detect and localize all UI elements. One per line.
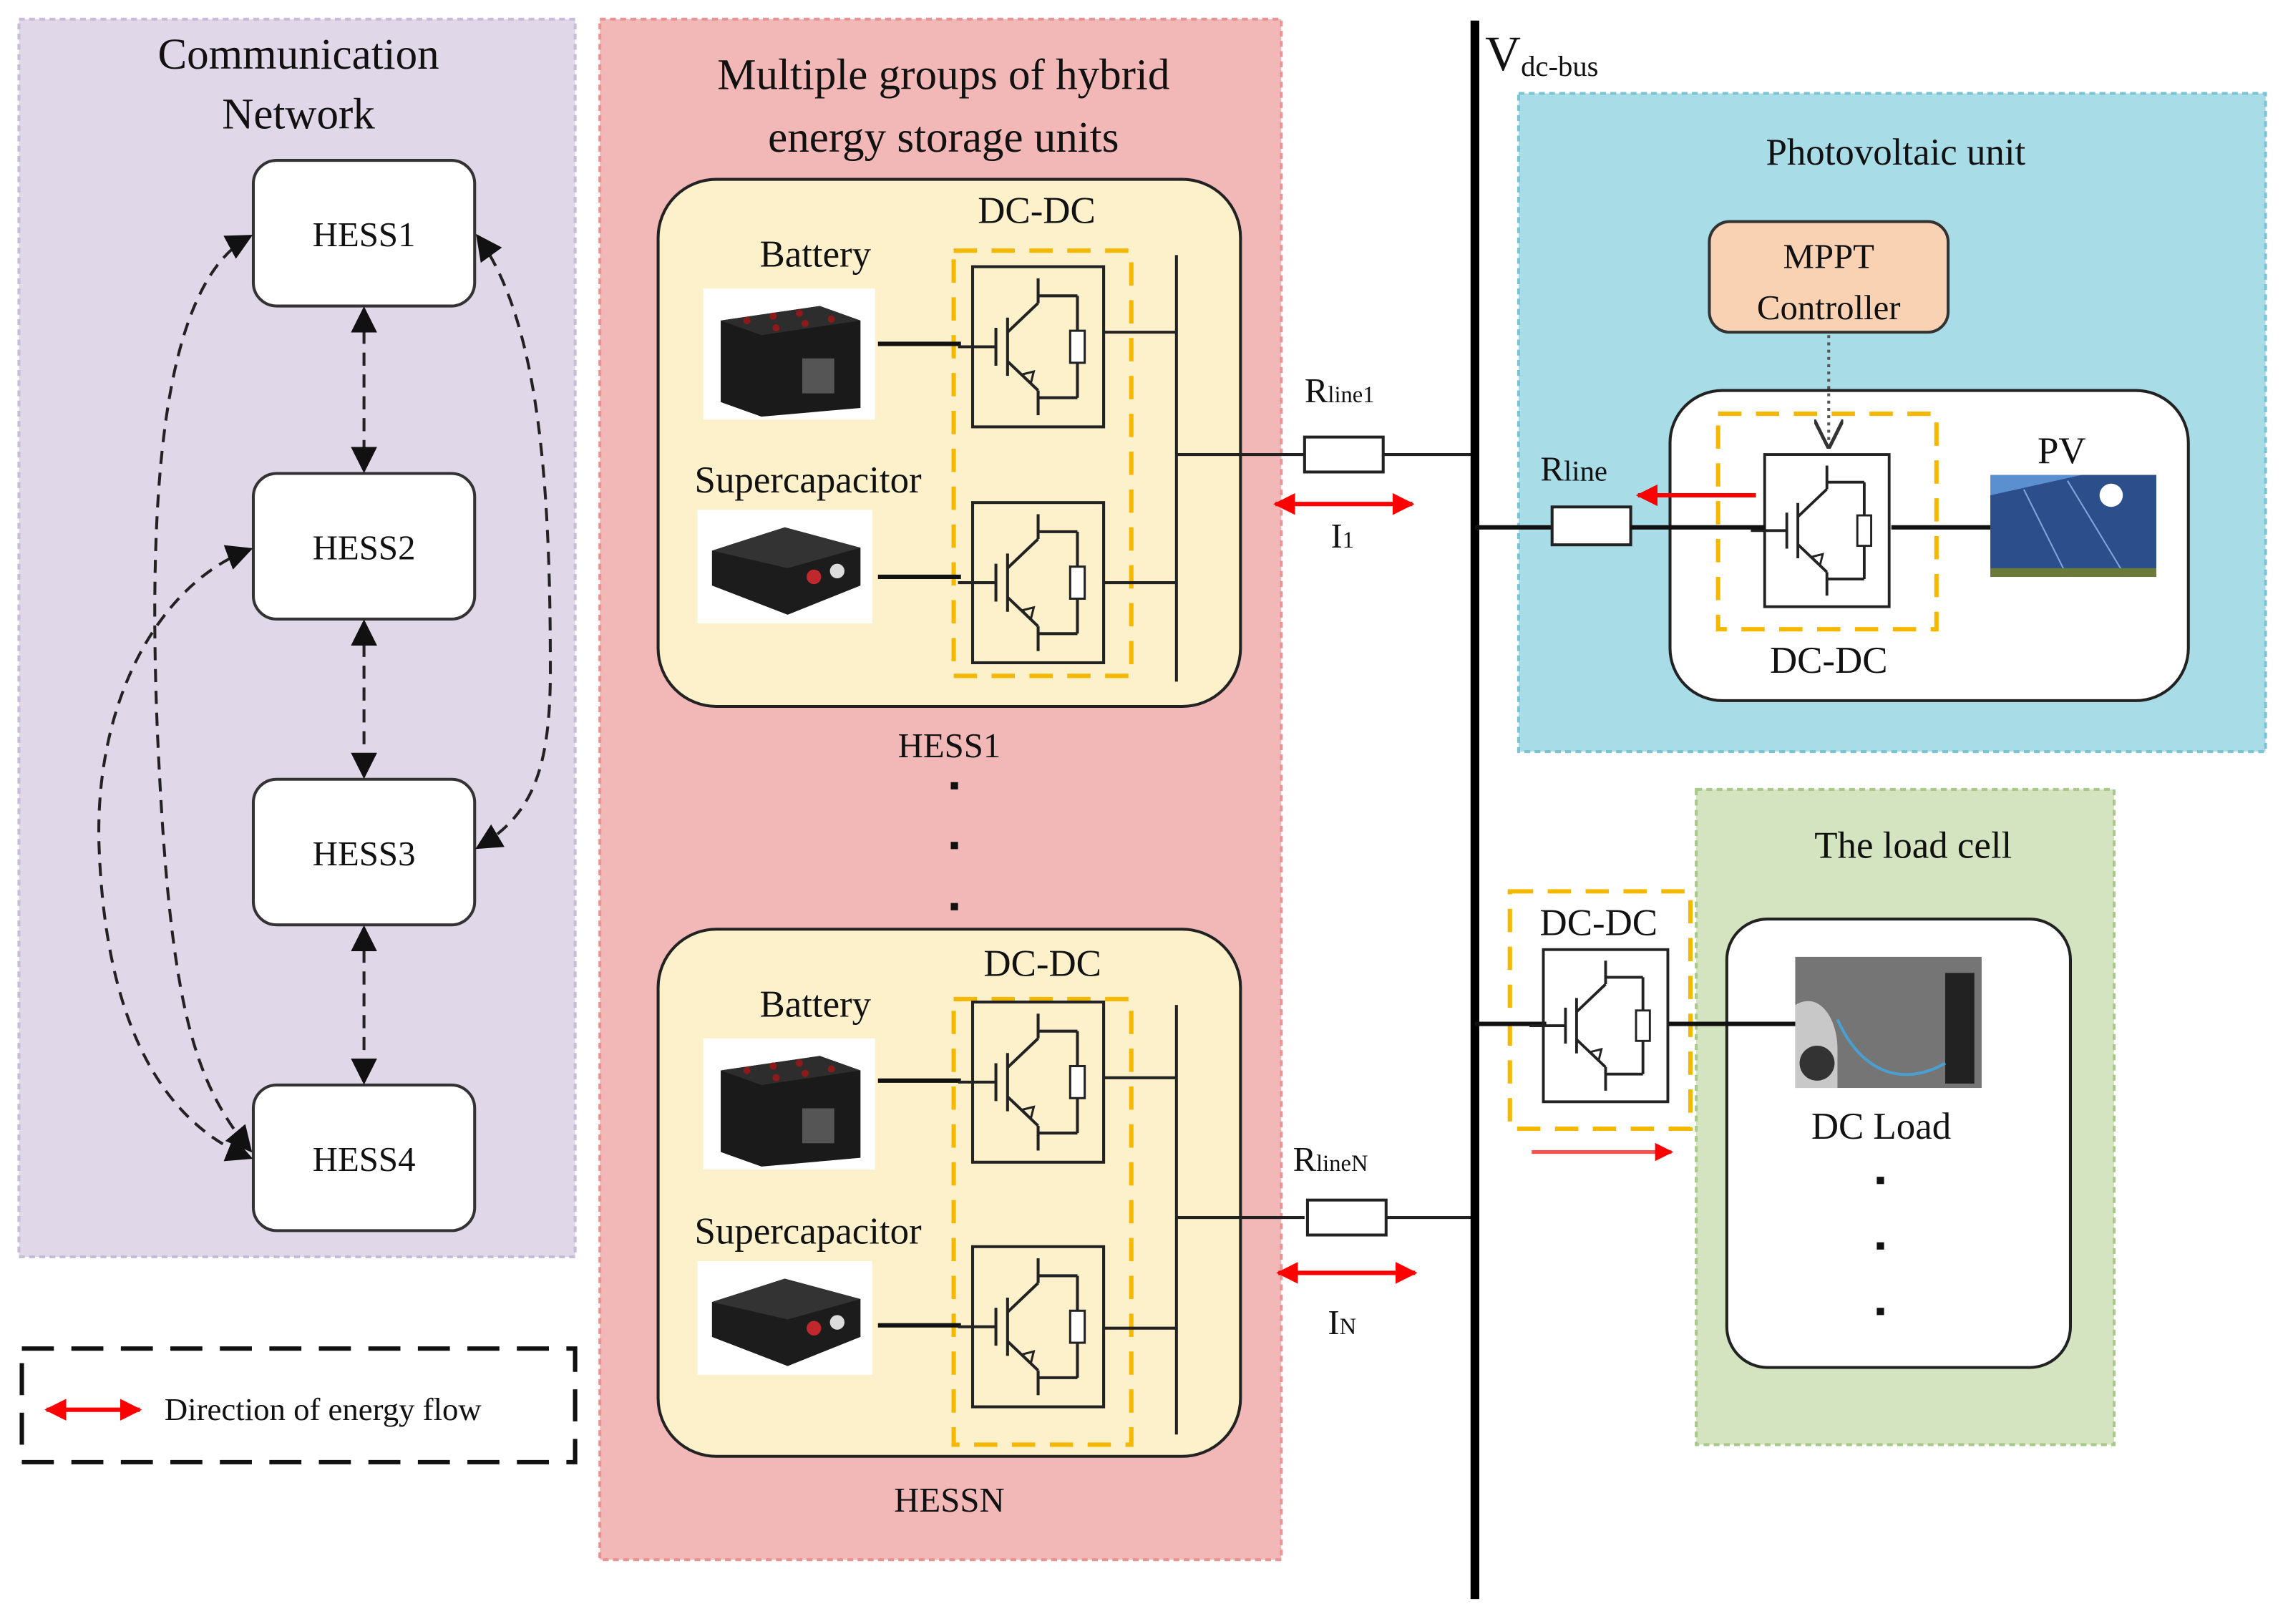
load-cell-panel: The load cell DC Load <box>1695 787 2116 1446</box>
hess1-line-resistor: Rline1 <box>1303 371 1474 474</box>
hess-unit-1[interactable]: DC-DC Battery Supercapacitor <box>656 178 1305 709</box>
legend: Direction of energy flow <box>19 1346 578 1464</box>
hess-ellipsis <box>950 782 958 910</box>
communication-title-line1: Communication <box>157 31 439 79</box>
hessn-unit-label: HESSN <box>894 1480 1005 1520</box>
communication-network-panel: Communication Network HESS1 HESS2 HESS3 … <box>17 17 577 1259</box>
hess-node-3-label: HESS3 <box>313 834 416 873</box>
hess-unit-n[interactable]: DC-DC Battery Supercapacitor <box>656 928 1305 1458</box>
pv-source-label: PV <box>2038 430 2086 472</box>
hessn-battery-icon <box>703 1038 875 1170</box>
hess1-battery-icon <box>703 288 875 420</box>
hess-node-3[interactable]: HESS3 <box>251 777 477 927</box>
hess1-current-label: I1 <box>1330 516 1354 555</box>
load-ellipsis <box>1876 1177 1884 1316</box>
hess-node-4[interactable]: HESS4 <box>251 1083 477 1232</box>
pv-line-resistor: Rline <box>1474 449 1765 547</box>
hessn-battery-label: Battery <box>759 983 871 1025</box>
load-converter[interactable]: DC-DC <box>1474 889 1796 1162</box>
dc-bus: Vdc-bus <box>1470 20 1599 1600</box>
hess1-supercap-icon <box>697 510 872 624</box>
hess-group-title-line2: energy storage units <box>768 114 1119 162</box>
mppt-label-line1: MPPT <box>1783 237 1874 276</box>
hess1-converter-label: DC-DC <box>978 190 1096 232</box>
pv-converter-label: DC-DC <box>1770 640 1888 681</box>
hess1-converter-frame <box>951 248 1134 679</box>
load-cell-title: The load cell <box>1814 825 2012 867</box>
hess1-current-arrow: I1 <box>1273 492 1415 555</box>
mppt-controller[interactable]: MPPT Controller <box>1708 220 1950 334</box>
link-hess1-hess3 <box>475 233 553 850</box>
hessn-current-arrow: IN <box>1276 1262 1418 1342</box>
hess-node-1[interactable]: HESS1 <box>251 159 477 308</box>
hessn-current-label: IN <box>1328 1303 1356 1342</box>
hessn-supercap-icon <box>697 1261 872 1375</box>
pv-converter-frame <box>1715 412 1939 632</box>
hess-group-title-line1: Multiple groups of hybrid <box>717 51 1169 99</box>
hessn-supercap-label: Supercapacitor <box>695 1211 922 1253</box>
ev-charger-icon <box>1795 956 1982 1089</box>
hess-node-1-label: HESS1 <box>313 215 416 254</box>
link-hess1-hess4 <box>153 235 253 1153</box>
hess-node-2-label: HESS2 <box>313 528 416 568</box>
load-converter-icon <box>1528 948 1670 1104</box>
hess-group-panel: Multiple groups of hybrid energy storage… <box>598 17 1305 1562</box>
hess1-unit-label: HESS1 <box>898 726 1001 765</box>
hessn-resistor-label: RlineN <box>1293 1139 1368 1179</box>
hess-node-4-label: HESS4 <box>313 1139 416 1179</box>
hess-node-2[interactable]: HESS2 <box>251 472 477 621</box>
legend-label: Direction of energy flow <box>165 1391 482 1427</box>
pv-resistor-label: Rline <box>1540 449 1607 489</box>
dc-bus-label: Vdc-bus <box>1485 26 1598 82</box>
hessn-converter-frame <box>951 996 1134 1447</box>
dc-load-label: DC Load <box>1811 1106 1951 1147</box>
link-hess2-hess4 <box>97 545 253 1162</box>
hess1-resistor-label: Rline1 <box>1305 371 1375 410</box>
load-converter-label: DC-DC <box>1540 902 1658 943</box>
pv-unit-title: Photovoltaic unit <box>1766 132 2025 173</box>
communication-title-line2: Network <box>222 90 375 138</box>
hessn-line-resistor: RlineN <box>1293 1139 1474 1237</box>
hessn-converter-label: DC-DC <box>983 943 1101 984</box>
pv-panel-icon <box>1990 475 2157 578</box>
hess1-supercap-label: Supercapacitor <box>695 460 922 501</box>
pv-unit-panel: Photovoltaic unit MPPT Controller DC-DC … <box>1474 92 2267 754</box>
load-converter-frame <box>1507 889 1693 1132</box>
mppt-label-line2: Controller <box>1757 288 1901 327</box>
hess1-battery-label: Battery <box>759 234 871 276</box>
pv-inner-box[interactable] <box>1668 389 2190 702</box>
